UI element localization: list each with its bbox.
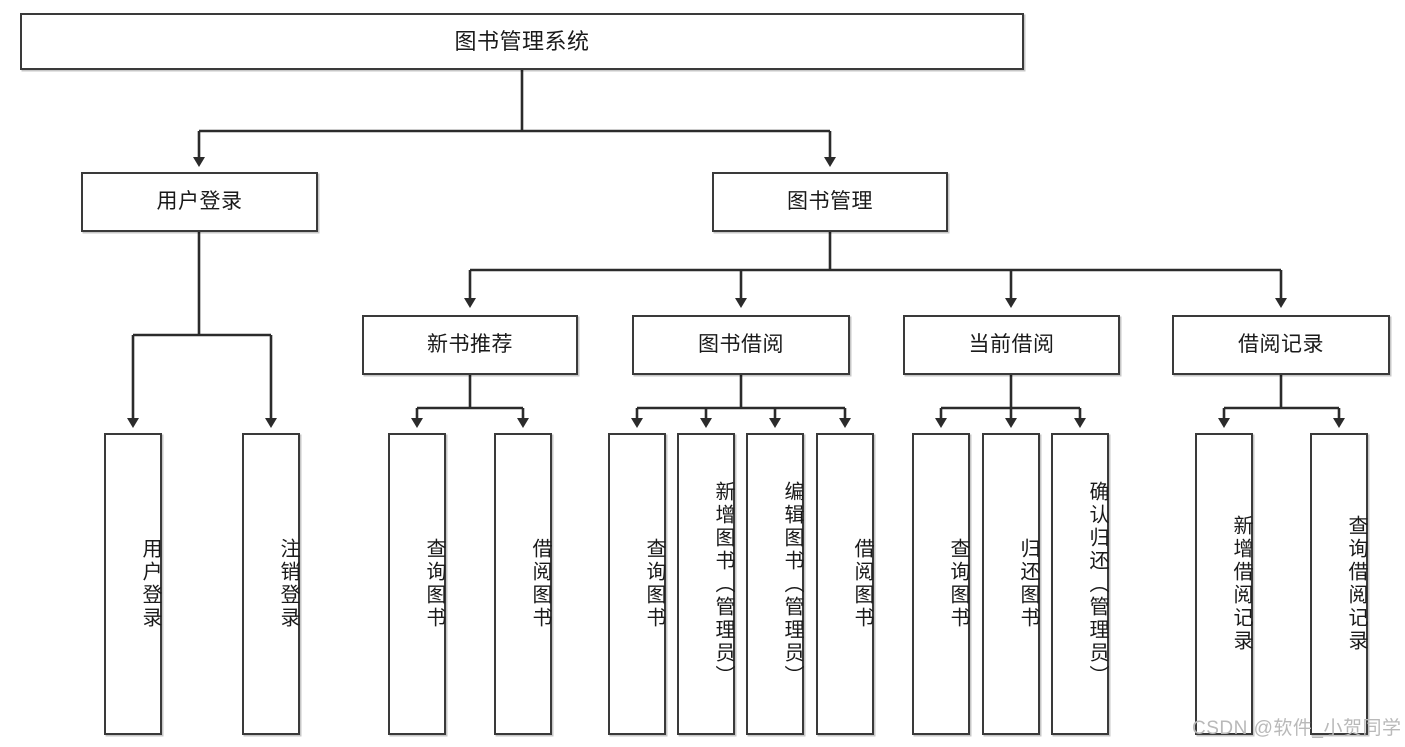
node-book-borrow[interactable]: 图书借阅 [632,315,850,375]
leaf-borrow-query-book[interactable]: 查询图书 [608,433,666,735]
node-book-management[interactable]: 图书管理 [712,172,948,232]
watermark-label: CSDN @软件_小贺同学 [1192,718,1402,739]
leaf-user-login[interactable]: 用户登录 [104,433,162,735]
node-current-borrow[interactable]: 当前借阅 [903,315,1120,375]
node-label: 新增图书（管理员） [712,480,734,688]
leaf-borrow-edit-book[interactable]: 编辑图书（管理员） [746,433,804,735]
node-label: 借阅图书 [851,538,873,630]
node-label: 注销登录 [277,538,299,630]
node-root-system[interactable]: 图书管理系统 [20,13,1024,70]
leaf-record-query-record[interactable]: 查询借阅记录 [1310,433,1368,735]
leaf-current-confirm-return[interactable]: 确认归还（管理员） [1051,433,1109,735]
node-label: 查询借阅记录 [1345,515,1367,653]
leaf-borrow-add-book[interactable]: 新增图书（管理员） [677,433,735,735]
node-new-book-recommend[interactable]: 新书推荐 [362,315,578,375]
node-label: 查询图书 [423,538,445,630]
node-label: 新增借阅记录 [1230,515,1252,653]
node-label: 当前借阅 [968,332,1055,356]
leaf-current-query-book[interactable]: 查询图书 [912,433,970,735]
node-label: 编辑图书（管理员） [781,480,803,688]
node-label: 新书推荐 [427,332,513,356]
node-label: 用户登录 [139,538,161,630]
leaf-record-add-record[interactable]: 新增借阅记录 [1195,433,1253,735]
node-user-login[interactable]: 用户登录 [81,172,318,232]
node-label: 图书借阅 [698,332,784,356]
leaf-borrow-borrow-book[interactable]: 借阅图书 [816,433,874,735]
node-label: 归还图书 [1017,538,1039,630]
node-label: 图书管理 [787,189,873,213]
leaf-recommend-query-book[interactable]: 查询图书 [388,433,446,735]
leaf-current-return-book[interactable]: 归还图书 [982,433,1040,735]
watermark: CSDN @软件_小贺同学 [1192,713,1401,740]
node-label: 确认归还（管理员） [1086,480,1108,688]
leaf-recommend-borrow-book[interactable]: 借阅图书 [494,433,552,735]
node-label: 查询图书 [643,538,665,630]
node-label: 借阅记录 [1238,332,1324,356]
node-label: 查询图书 [947,538,969,630]
node-label: 用户登录 [156,189,243,213]
node-borrow-record[interactable]: 借阅记录 [1172,315,1390,375]
leaf-user-logout[interactable]: 注销登录 [242,433,300,735]
node-label: 借阅图书 [529,538,551,630]
node-label: 图书管理系统 [454,28,590,54]
